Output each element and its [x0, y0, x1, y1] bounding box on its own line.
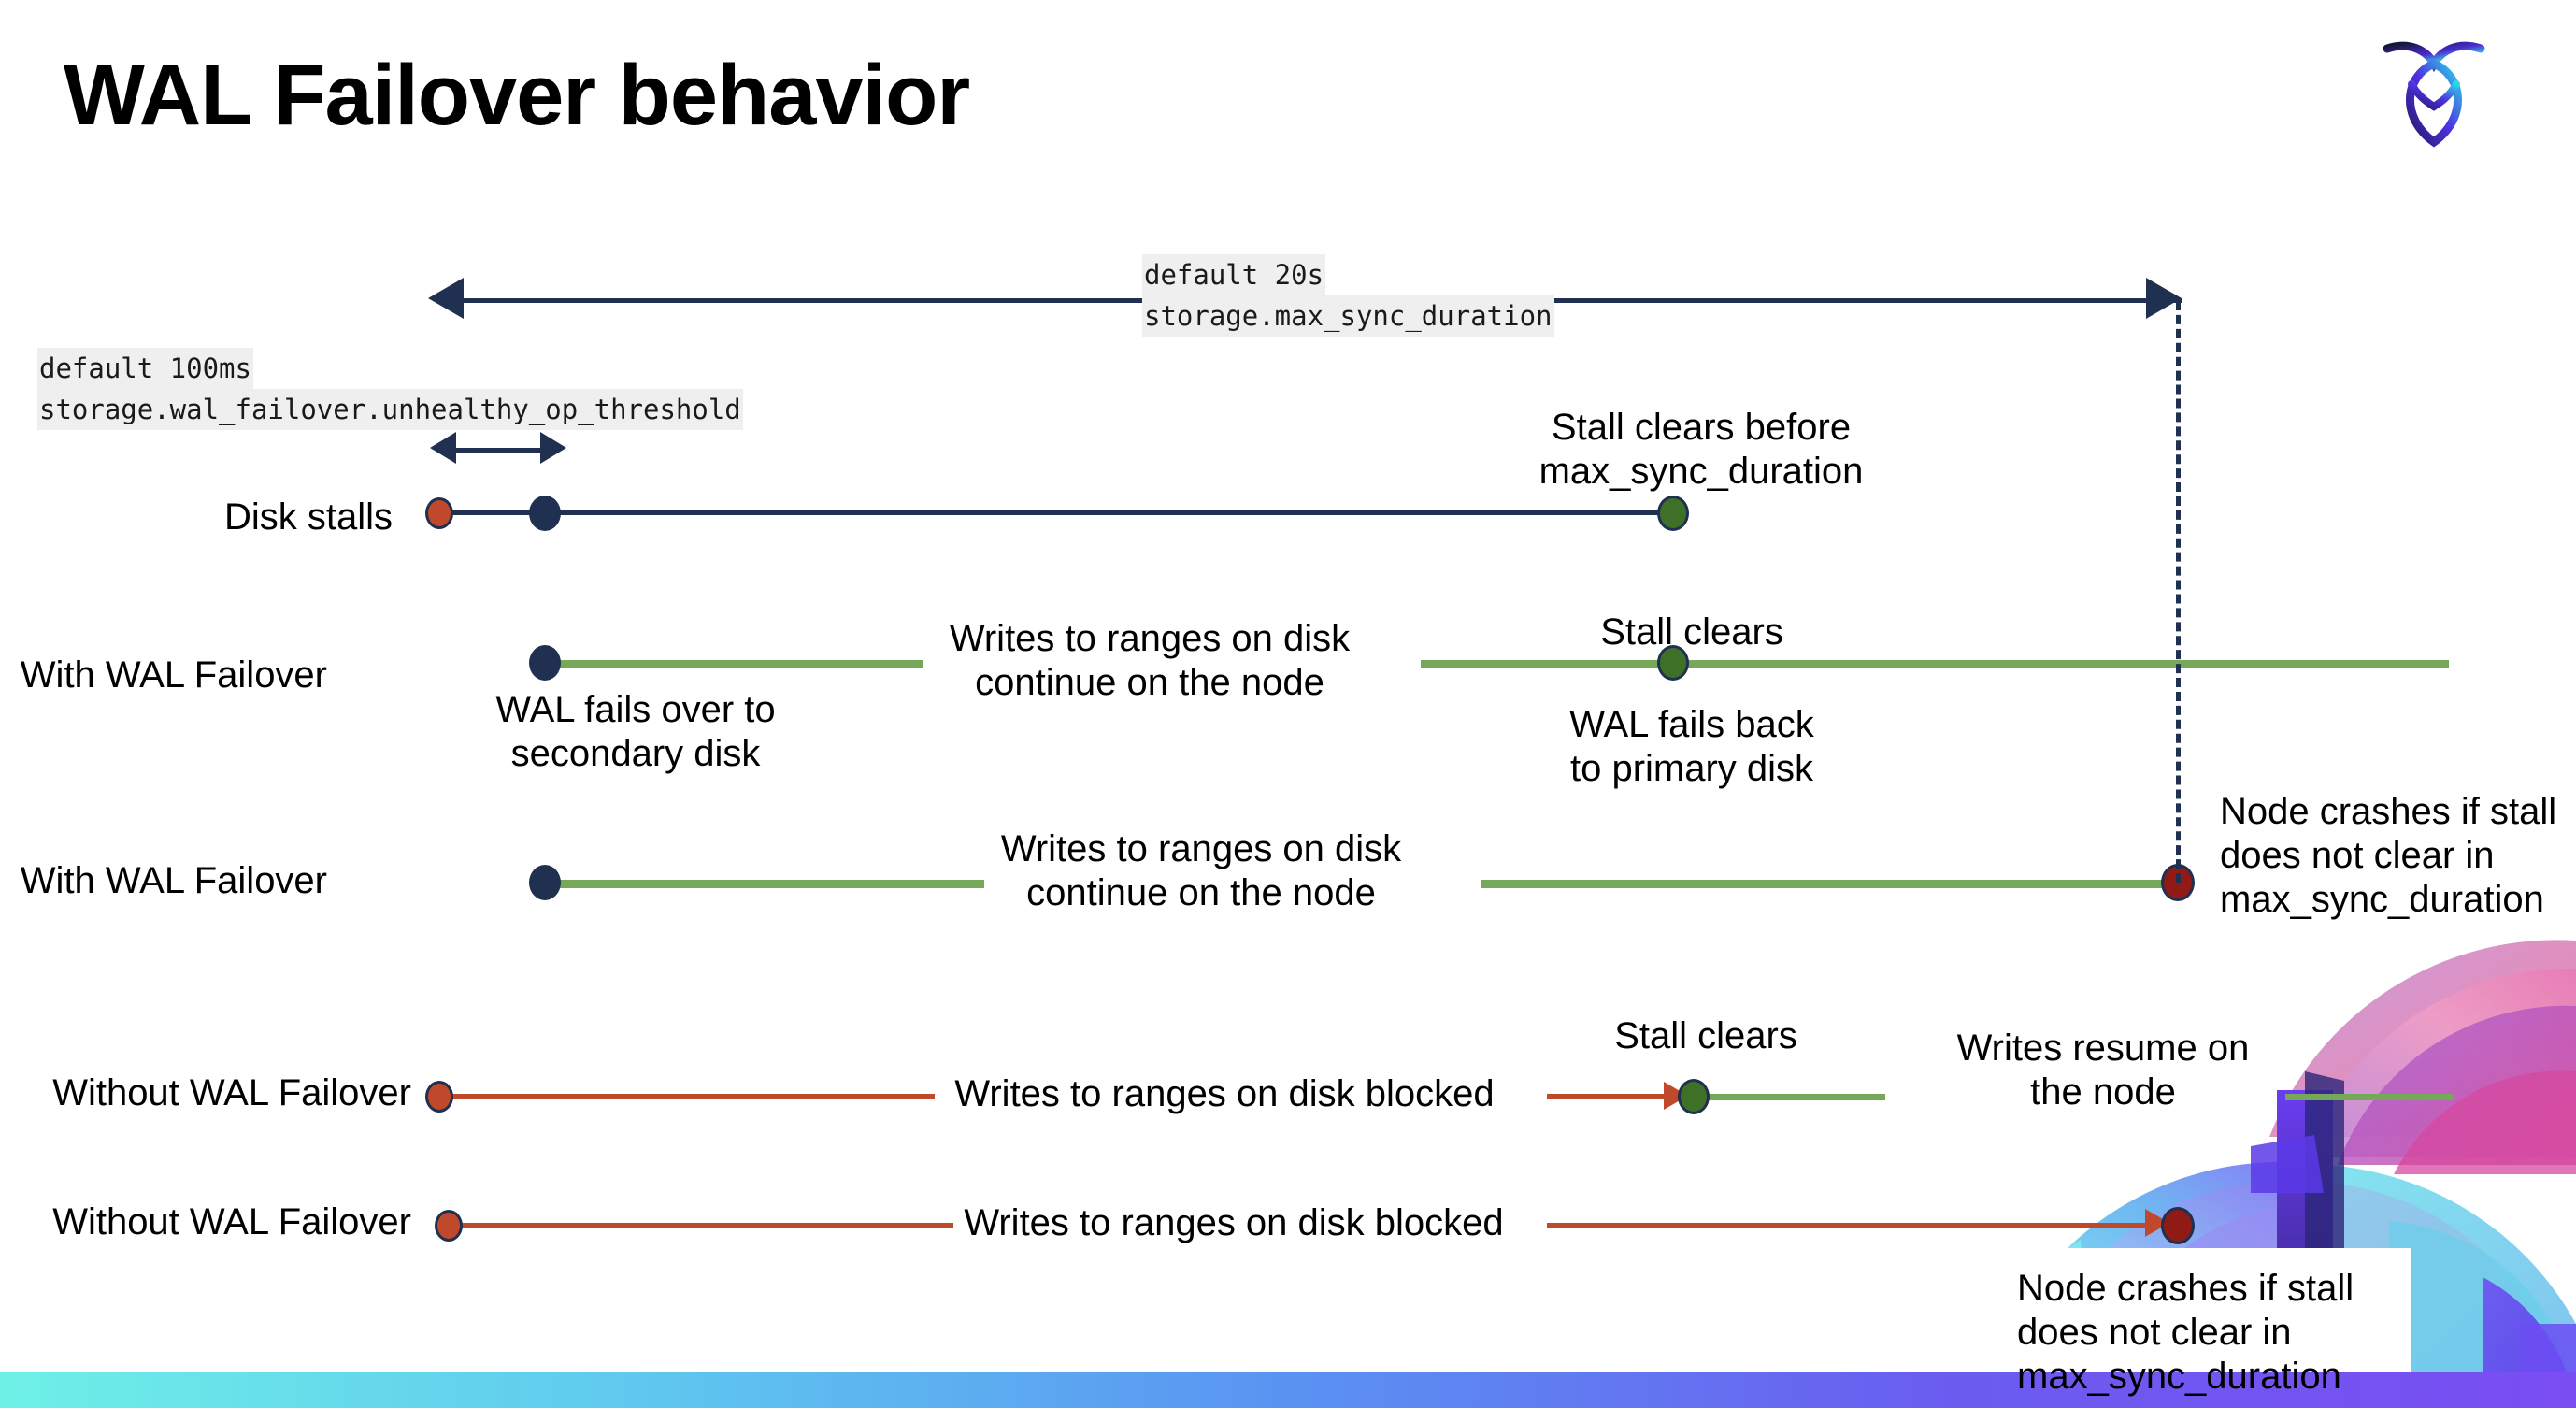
- threshold-span-line: [454, 448, 544, 453]
- without-wal-failover-1-line-resume-b: [2285, 1094, 2454, 1100]
- max-sync-arrow-left-head: [428, 278, 464, 319]
- without-wal-failover-2-line-a: [458, 1223, 953, 1228]
- note-node-crashes-row2: Node crashes if stall does not clear in …: [2220, 791, 2557, 920]
- note-writes-blocked-row1: Writes to ranges on disk blocked: [954, 1073, 1495, 1114]
- row-label-without-wal-failover-1: Without WAL Failover: [52, 1072, 411, 1113]
- cockroachdb-logo-icon: [2378, 28, 2490, 150]
- note-wal-fails-back-to-primary-disk: WAL fails back to primary disk: [1569, 704, 1814, 789]
- with-wal-failover-2-line-left: [545, 880, 984, 888]
- note-stall-clears-row3: Stall clears: [1614, 1015, 1797, 1056]
- note-writes-continue-row2: Writes to ranges on disk continue on the…: [1000, 828, 1402, 913]
- without-wal-failover-1-line-blocked-a: [449, 1094, 935, 1099]
- note-node-crashes-row5: Node crashes if stall does not clear in …: [2017, 1268, 2354, 1397]
- row-label-with-wal-failover-2: With WAL Failover: [20, 860, 327, 901]
- disk-stalls-failover-dot: [529, 496, 561, 531]
- max-sync-duration-annotation: default 20s storage.max_sync_duration: [1142, 254, 1554, 337]
- with-wal-failover-2-line-right: [1481, 880, 2178, 888]
- without-wal-failover-2-crash-dot: [2161, 1207, 2195, 1244]
- threshold-arrow-right-head: [540, 432, 566, 464]
- with-wal-failover-1-failover-dot: [529, 645, 561, 681]
- without-wal-failover-2-line-b: [1547, 1223, 2159, 1228]
- row-label-with-wal-failover-1: With WAL Failover: [20, 654, 327, 696]
- unhealthy-setting-label: storage.wal_failover.unhealthy_op_thresh…: [37, 389, 743, 430]
- unhealthy-default-label: default 100ms: [37, 348, 253, 389]
- with-wal-failover-1-line-left: [545, 660, 923, 668]
- note-writes-continue-row1: Writes to ranges on disk continue on the…: [949, 618, 1351, 703]
- disk-stalls-start-dot: [425, 497, 453, 529]
- max-sync-deadline-dashed-line: [2176, 301, 2181, 883]
- without-wal-failover-1-clear-dot: [1678, 1079, 1710, 1114]
- without-wal-failover-1-start-dot: [425, 1081, 453, 1113]
- with-wal-failover-2-failover-dot: [529, 865, 561, 900]
- max-sync-arrow-right-head: [2146, 278, 2182, 319]
- note-writes-blocked-row2: Writes to ranges on disk blocked: [964, 1202, 1504, 1243]
- note-stall-clears-before-max-sync: Stall clears before max_sync_duration: [1538, 407, 1864, 492]
- without-wal-failover-1-line-resume-a: [1694, 1094, 1885, 1100]
- disk-stalls-line: [439, 510, 1673, 515]
- note-stall-clears-row1: Stall clears: [1600, 611, 1783, 653]
- note-writes-resume-on-the-node: Writes resume on the node: [1956, 1027, 2250, 1113]
- max-sync-setting-label: storage.max_sync_duration: [1142, 295, 1554, 337]
- unhealthy-op-threshold-annotation: default 100ms storage.wal_failover.unhea…: [37, 348, 743, 430]
- with-wal-failover-1-line-right: [1421, 660, 2449, 668]
- row-label-without-wal-failover-2: Without WAL Failover: [52, 1201, 411, 1243]
- note-wal-fails-over-to-secondary-disk: WAL fails over to secondary disk: [495, 689, 776, 774]
- with-wal-failover-1-clear-dot: [1657, 645, 1689, 681]
- without-wal-failover-2-start-dot: [435, 1210, 463, 1242]
- row-label-disk-stalls: Disk stalls: [223, 496, 393, 538]
- page-title: WAL Failover behavior: [64, 48, 970, 143]
- max-sync-default-label: default 20s: [1142, 254, 1326, 295]
- disk-stalls-clear-dot: [1657, 496, 1689, 531]
- bottom-gradient-bar: [0, 1372, 2576, 1408]
- threshold-arrow-left-head: [430, 432, 456, 464]
- without-wal-failover-1-line-blocked-b: [1547, 1094, 1673, 1099]
